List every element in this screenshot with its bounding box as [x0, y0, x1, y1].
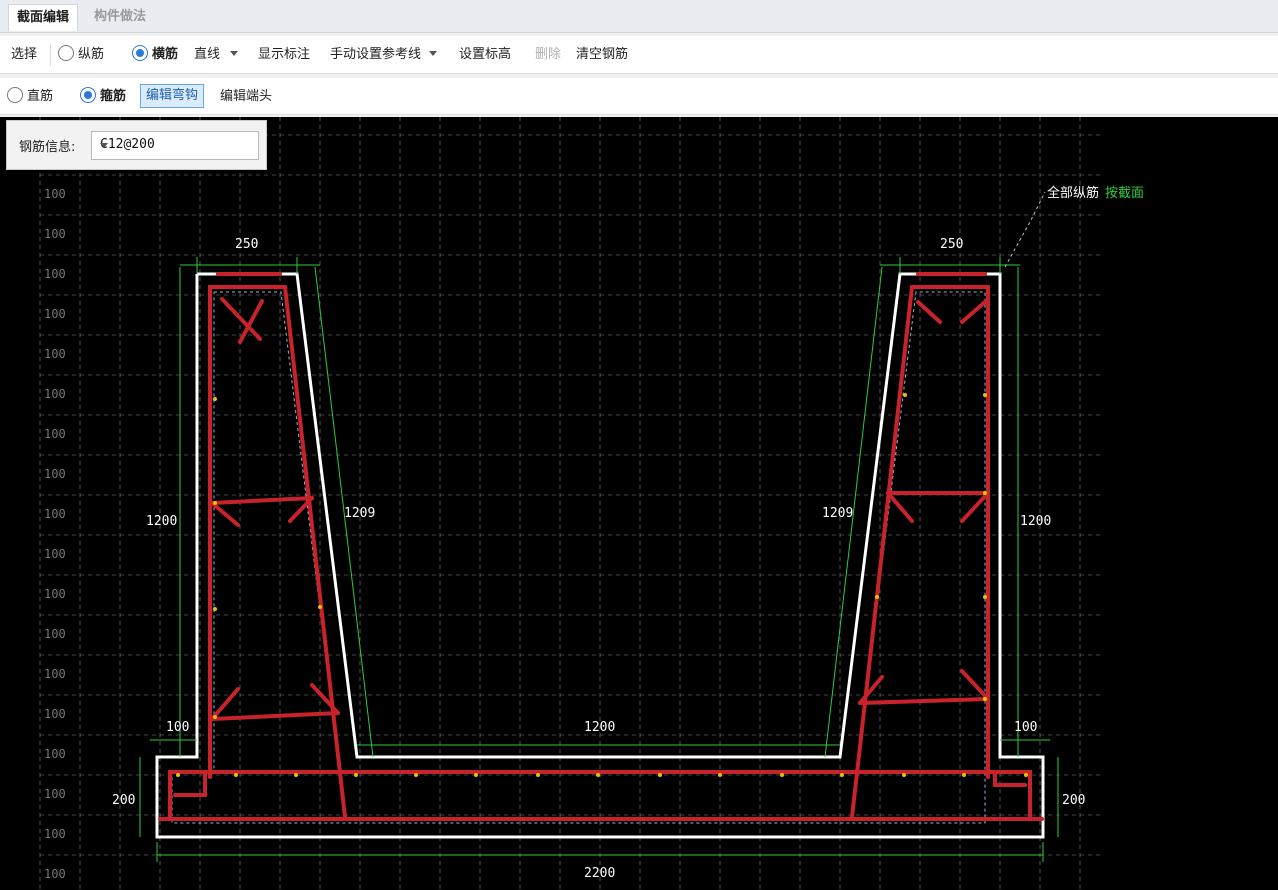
- grid-label: 100: [44, 547, 66, 561]
- dimension-texts: 250 250 1200 1200 1209 1209 1200 100 100…: [112, 237, 1085, 881]
- left-tie-upper-hook-r: [288, 496, 314, 523]
- grid-label: 100: [44, 267, 66, 281]
- left-wall-stirrup: [208, 285, 347, 819]
- stirrup-label: 箍筋: [100, 89, 127, 104]
- grid-label: 100: [44, 827, 66, 841]
- left-tie-upper-hook-l: [210, 501, 240, 527]
- longitudinal-label: 纵筋: [78, 47, 105, 62]
- grid-label: 100: [44, 867, 66, 881]
- line-mode-label: 直线: [194, 47, 221, 62]
- grid-label: 100: [44, 387, 66, 401]
- radio-checked-icon: [132, 45, 148, 61]
- chevron-down-icon: [100, 143, 108, 148]
- dim-base-right: 200: [1062, 793, 1085, 808]
- tab-component-method[interactable]: 构件做法: [94, 9, 147, 24]
- longitudinal-bar-dots: [176, 393, 1028, 777]
- delete-button[interactable]: 删除: [535, 47, 562, 62]
- show-dims-button[interactable]: 显示标注: [258, 47, 311, 62]
- left-cross-b: [238, 299, 264, 344]
- grid-lines: [39, 117, 1104, 890]
- tab-section-edit[interactable]: 截面编辑: [8, 4, 79, 31]
- stirrup-radio[interactable]: 箍筋: [80, 87, 126, 107]
- left-tie-lower: [210, 711, 340, 721]
- grid-label: 100: [44, 707, 66, 721]
- left-tie-upper: [210, 496, 314, 505]
- section-drawing[interactable]: 100 100 100 100 100 100 100 100 100 100 100 100 100 1…: [0, 117, 1278, 890]
- grid-label: 100: [44, 587, 66, 601]
- right-tie-upper-hook-l: [886, 491, 914, 523]
- left-cross-a: [220, 297, 262, 341]
- section-outline: [155, 272, 1045, 839]
- grid-label: 100: [44, 507, 66, 521]
- grid-label: 100: [44, 667, 66, 681]
- straight-label: 直筋: [27, 89, 54, 104]
- grid-label: 100: [44, 467, 66, 481]
- rebar-info-select[interactable]: C12@200: [91, 131, 259, 160]
- dim-step-right: 100: [1014, 720, 1037, 735]
- straight-rebar-radio[interactable]: 直筋: [7, 87, 53, 107]
- toolbar-main: 选择 纵筋 横筋 直线 显示标注 手动设置参考线 设置标高 删除 清空钢筋: [0, 36, 1278, 74]
- drawing-canvas[interactable]: 100 100 100 100 100 100 100 100 100 100 100 100 100 1…: [0, 117, 1278, 890]
- radio-icon: [58, 45, 74, 61]
- dim-step-left: 100: [166, 720, 189, 735]
- chevron-down-icon: [429, 51, 438, 56]
- manual-ref-line-select[interactable]: 手动设置参考线: [330, 45, 438, 65]
- grid-label: 100: [44, 627, 66, 641]
- radio-icon: [7, 87, 23, 103]
- rebar-group: [158, 272, 1044, 821]
- grid-label: 100: [44, 307, 66, 321]
- right-tie-lower-hook-l: [858, 675, 884, 705]
- edit-end-button[interactable]: 编辑端头: [220, 89, 273, 104]
- clear-rebar-button[interactable]: 清空钢筋: [576, 47, 629, 62]
- dimension-lines: [139, 257, 1059, 862]
- manual-ref-label: 手动设置参考线: [330, 47, 422, 62]
- grid-labels: 100 100 100 100 100 100 100 100 100 100 100 100 100 1…: [44, 187, 66, 881]
- edit-hook-button[interactable]: 编辑弯钩: [140, 84, 205, 108]
- right-wall-stirrup: [850, 285, 990, 819]
- grid-label: 100: [44, 787, 66, 801]
- right-tie-upper-hook-r: [960, 491, 990, 523]
- right-cross-a: [916, 300, 942, 324]
- left-tie-lower-hook-r: [310, 683, 340, 715]
- annotation-label: 全部纵筋按截面: [1047, 185, 1144, 201]
- radio-checked-icon: [80, 87, 96, 103]
- rebar-info-value: C12@200: [100, 137, 155, 152]
- rebar-info-panel: 钢筋信息: C12@200: [6, 120, 267, 170]
- annotation-leader: [1004, 191, 1046, 268]
- chevron-down-icon: [230, 51, 239, 56]
- grid-label: 100: [44, 347, 66, 361]
- dim-height-left: 1200: [146, 514, 177, 529]
- rebar-info-label: 钢筋信息:: [19, 140, 76, 155]
- base-stirrup: [168, 770, 1032, 819]
- dim-total: 2200: [584, 866, 615, 881]
- right-cross-b: [960, 300, 987, 324]
- line-mode-select[interactable]: 直线: [194, 45, 239, 65]
- dim-slope-left: 1209: [344, 506, 375, 521]
- by-section-text[interactable]: 按截面: [1105, 186, 1144, 201]
- set-elevation-button[interactable]: 设置标高: [459, 47, 512, 62]
- toolbar-divider: [50, 44, 51, 66]
- grid-label: 100: [44, 427, 66, 441]
- right-tie-lower: [858, 697, 990, 705]
- dim-top-right: 250: [940, 237, 963, 252]
- left-tie-lower-hook-l: [210, 687, 240, 721]
- dim-base-left: 200: [112, 793, 135, 808]
- grid-label: 100: [44, 747, 66, 761]
- grid-label: 100: [44, 227, 66, 241]
- tab-bar: 截面编辑 构件做法: [0, 0, 1278, 33]
- dim-top-left: 250: [235, 237, 258, 252]
- base-right-hook: [993, 770, 1027, 787]
- right-tie-lower-hook-r: [960, 669, 990, 701]
- dim-height-right: 1200: [1020, 514, 1051, 529]
- base-left-hook: [173, 770, 207, 797]
- transverse-radio[interactable]: 横筋: [132, 45, 178, 65]
- toolbar-sub: 直筋 箍筋 编辑弯钩 编辑端头: [0, 78, 1278, 115]
- dim-bottom-inner: 1200: [584, 720, 615, 735]
- select-button[interactable]: 选择: [11, 47, 38, 62]
- grid-label: 100: [44, 187, 66, 201]
- longitudinal-radio[interactable]: 纵筋: [58, 45, 104, 65]
- all-longitudinal-text: 全部纵筋: [1047, 185, 1099, 201]
- dim-slope-right: 1209: [822, 506, 853, 521]
- transverse-label: 横筋: [152, 47, 179, 62]
